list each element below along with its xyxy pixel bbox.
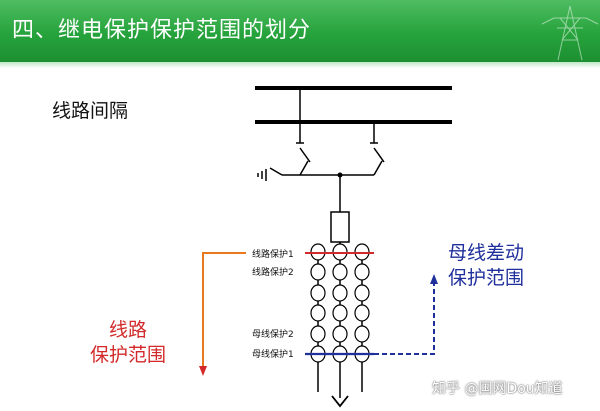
bus-protection-range-label: 母线差动 保护范围 <box>448 241 524 291</box>
line-protection-range-label: 线路 保护范围 <box>90 318 166 368</box>
earth-switch <box>257 167 300 181</box>
page-title: 四、继电保护保护范围的划分 <box>12 18 312 43</box>
label-bus-protection-1: 母线保护1 <box>252 348 294 360</box>
junction-dot <box>337 172 343 178</box>
bus-range-text-1: 母线差动 <box>448 242 525 264</box>
bus-disconnector-1 <box>296 88 340 176</box>
bus-disconnector-2 <box>340 122 385 176</box>
watermark: 知乎 @国网Dou知道 <box>432 381 563 397</box>
bus-range-arrow <box>374 280 435 355</box>
label-line-protection-2: 线路保护2 <box>252 266 294 278</box>
title-bar: 四、继电保护保护范围的划分 <box>0 0 600 62</box>
line-range-arrowhead <box>199 366 207 376</box>
bus-range-arrowhead <box>430 274 438 284</box>
title-divider <box>0 62 600 68</box>
line-range-text-1: 线路 <box>109 319 148 341</box>
down-arrow <box>331 395 349 408</box>
line-range-text-2: 保护范围 <box>90 344 167 366</box>
section-label: 线路间隔 <box>52 100 129 122</box>
transmission-tower-icon <box>541 5 599 61</box>
label-line-protection-1: 线路保护1 <box>252 248 294 260</box>
bus-range-text-2: 保护范围 <box>448 267 525 289</box>
circuit-breaker <box>330 211 350 243</box>
line-range-arrow <box>202 252 246 372</box>
label-bus-protection-2: 母线保护2 <box>252 328 294 340</box>
